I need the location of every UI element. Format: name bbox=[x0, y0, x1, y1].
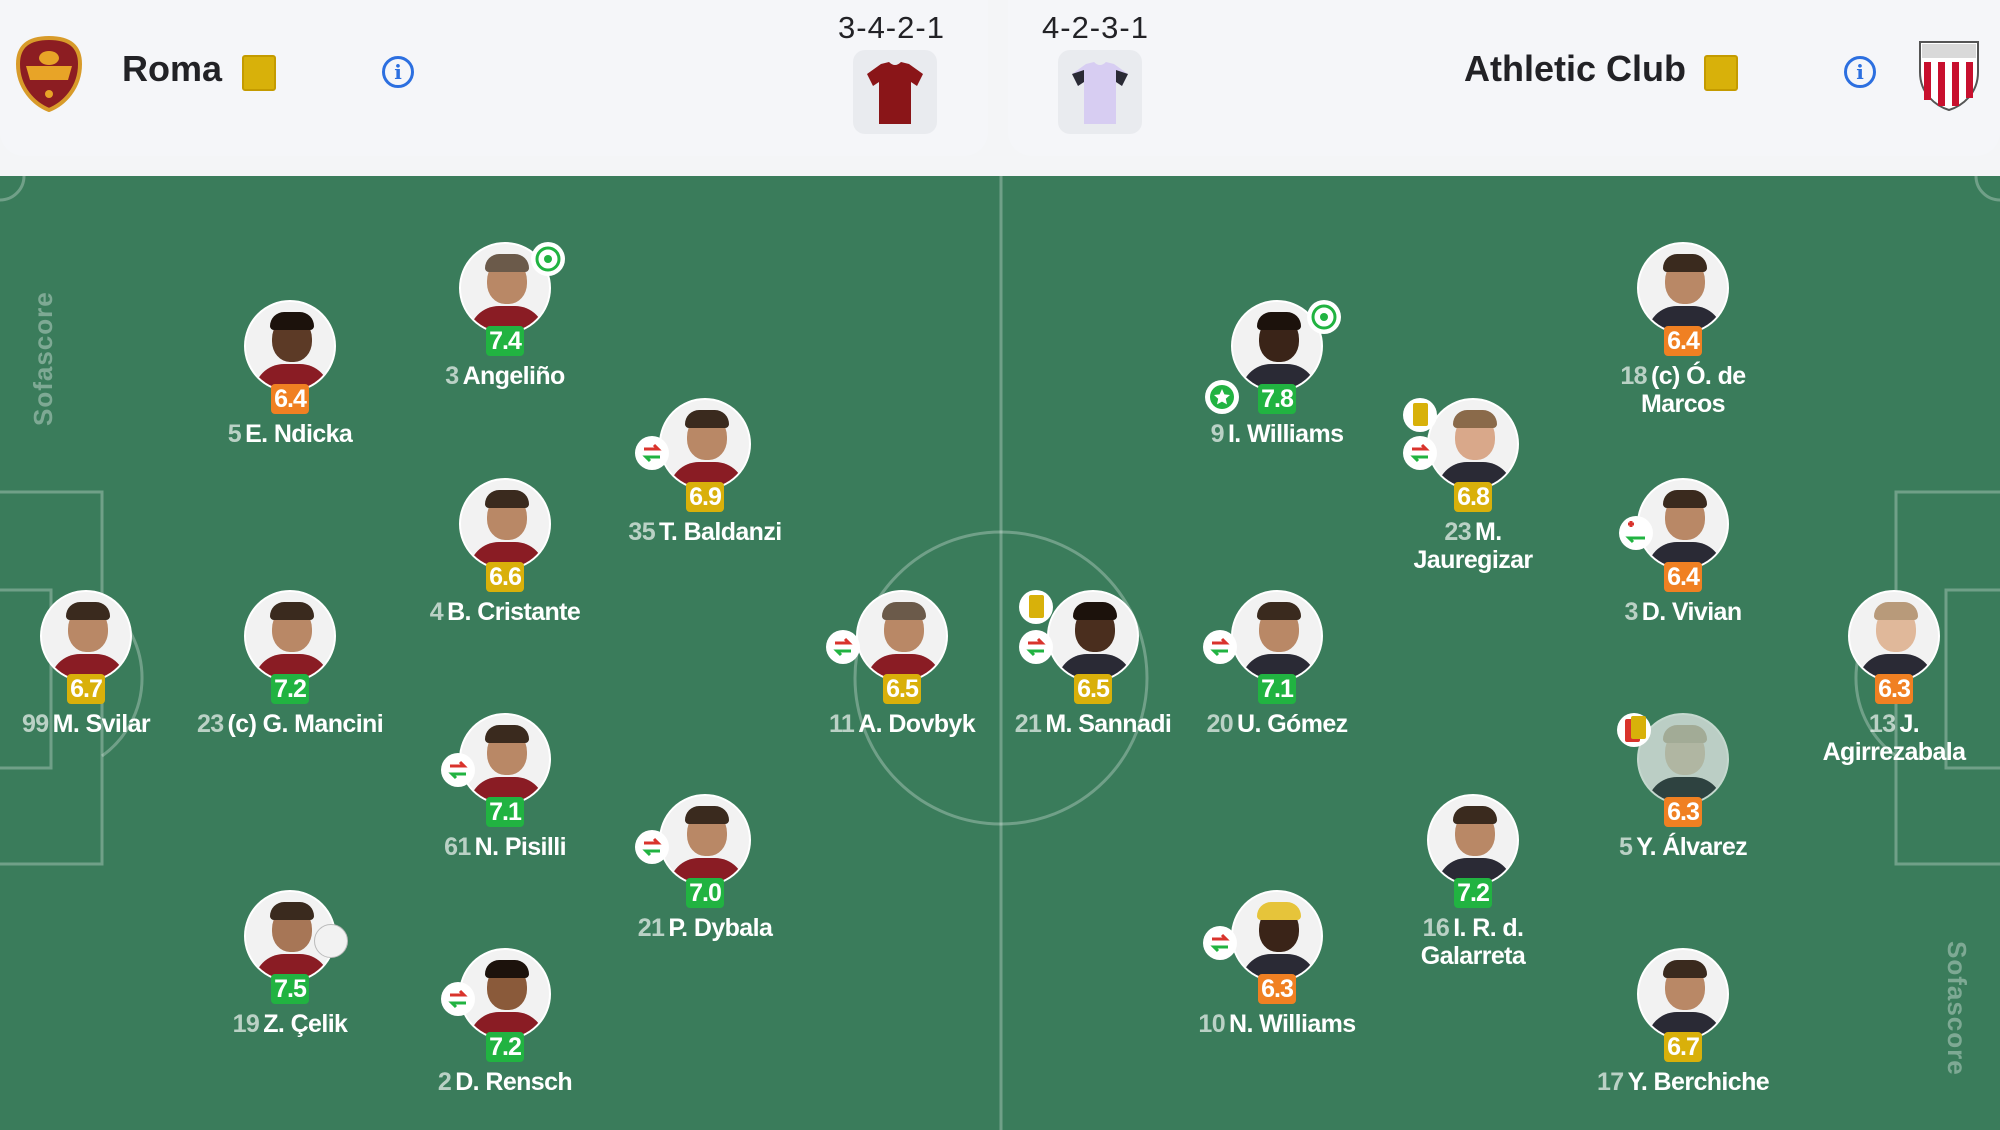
player-rating: 6.3 bbox=[1258, 974, 1296, 1004]
away-team-header: 4-2-3-1 Athletic Club i bbox=[1008, 0, 2000, 156]
yellow-card-icon bbox=[1403, 398, 1437, 432]
second-yellow-card-icon bbox=[1617, 713, 1651, 747]
substitution-icon bbox=[1203, 926, 1237, 960]
player-rating: 6.4 bbox=[271, 384, 309, 414]
player-avatar bbox=[459, 478, 551, 570]
sofascore-watermark: Sofascore bbox=[28, 291, 58, 426]
substitution-icon bbox=[441, 753, 475, 787]
player-avatar bbox=[1637, 242, 1729, 334]
substitution-icon bbox=[635, 436, 669, 470]
player-rating: 6.5 bbox=[883, 674, 921, 704]
player-avatar bbox=[459, 242, 551, 334]
substitution-icon bbox=[826, 630, 860, 664]
player-avatar bbox=[856, 590, 948, 682]
roma-crest-icon[interactable] bbox=[14, 35, 84, 113]
player-rating: 6.4 bbox=[1664, 326, 1702, 356]
yellow-card-icon bbox=[1704, 55, 1738, 91]
substitution-icon bbox=[635, 830, 669, 864]
sofascore-watermark: Sofascore bbox=[1942, 941, 1972, 1076]
player-rating: 6.6 bbox=[486, 562, 524, 592]
substitution-icon bbox=[1019, 630, 1053, 664]
player-rating: 7.2 bbox=[271, 674, 309, 704]
player-avatar bbox=[244, 590, 336, 682]
shirt-icon bbox=[1072, 62, 1128, 124]
yellow-card-icon bbox=[242, 55, 276, 91]
home-team-header: Roma i 3-4-2-1 bbox=[0, 0, 988, 156]
player-avatar bbox=[40, 590, 132, 682]
player-avatar bbox=[1047, 590, 1139, 682]
goal-icon bbox=[1307, 300, 1341, 334]
substitution-injury-icon bbox=[1619, 516, 1653, 550]
player-rating: 7.1 bbox=[1258, 674, 1296, 704]
substitution-icon bbox=[1403, 436, 1437, 470]
player-rating: 6.8 bbox=[1454, 482, 1492, 512]
player-rating: 6.3 bbox=[1875, 674, 1913, 704]
player-avatar bbox=[659, 794, 751, 886]
goal-icon bbox=[531, 242, 565, 276]
home-formation: 3-4-2-1 bbox=[838, 10, 945, 45]
player-rating: 7.2 bbox=[1454, 878, 1492, 908]
player-rating: 6.5 bbox=[1074, 674, 1112, 704]
former-club-icon bbox=[314, 924, 348, 958]
substitution-icon bbox=[1203, 630, 1237, 664]
player-avatar bbox=[1848, 590, 1940, 682]
player-rating: 7.1 bbox=[486, 797, 524, 827]
player-of-the-match-icon bbox=[1205, 380, 1239, 414]
away-formation: 4-2-3-1 bbox=[1042, 10, 1149, 45]
player-avatar bbox=[1231, 590, 1323, 682]
player-rating: 7.2 bbox=[486, 1032, 524, 1062]
player-avatar bbox=[659, 398, 751, 490]
home-kit bbox=[853, 50, 937, 134]
player-name: 23(c) G. Mancini bbox=[196, 710, 384, 738]
info-icon[interactable]: i bbox=[382, 56, 414, 88]
player-rating: 6.9 bbox=[686, 482, 724, 512]
substitution-icon bbox=[441, 982, 475, 1016]
player-rating: 6.4 bbox=[1664, 562, 1702, 592]
player-avatar bbox=[1637, 478, 1729, 570]
player-avatar bbox=[1231, 890, 1323, 982]
player-avatar bbox=[1427, 398, 1519, 490]
away-kit bbox=[1058, 50, 1142, 134]
player-rating: 6.3 bbox=[1664, 797, 1702, 827]
home-team-name[interactable]: Roma bbox=[122, 48, 223, 89]
info-icon[interactable]: i bbox=[1844, 56, 1876, 88]
yellow-card-icon bbox=[1019, 590, 1053, 624]
player-rating: 6.7 bbox=[1664, 1032, 1702, 1062]
player-avatar bbox=[244, 300, 336, 392]
away-team-name[interactable]: Athletic Club bbox=[1464, 48, 1686, 89]
player-avatar bbox=[459, 713, 551, 805]
player-rating: 6.7 bbox=[67, 674, 105, 704]
shirt-icon bbox=[867, 62, 923, 124]
player-rating: 7.5 bbox=[271, 974, 309, 1004]
player-rating: 7.4 bbox=[486, 326, 524, 356]
player-rating: 7.8 bbox=[1258, 384, 1296, 414]
player-rating: 7.0 bbox=[686, 878, 724, 908]
player-avatar bbox=[1637, 948, 1729, 1040]
player-avatar bbox=[1427, 794, 1519, 886]
athletic-crest-icon[interactable] bbox=[1914, 36, 1984, 112]
